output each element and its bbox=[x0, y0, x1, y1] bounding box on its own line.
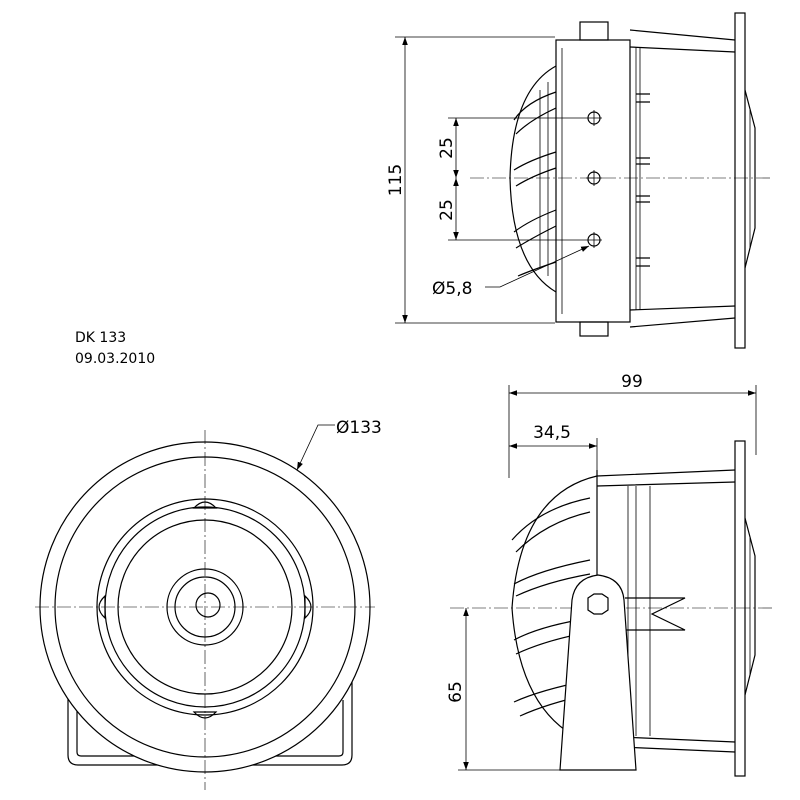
dimension-hole-spacing-top: 25 bbox=[437, 137, 457, 159]
dimension-axis-height: 65 bbox=[446, 681, 466, 703]
dimension-bracket-offset: 34,5 bbox=[533, 423, 571, 443]
model-label: DK 133 bbox=[75, 330, 127, 346]
date-label: 09.03.2010 bbox=[75, 351, 156, 367]
dimension-overall-depth: 99 bbox=[621, 372, 643, 392]
front-view: Ø133 bbox=[35, 418, 382, 790]
dimension-hole-spacing-bottom: 25 bbox=[437, 199, 457, 221]
dimension-front-diameter: Ø133 bbox=[336, 418, 382, 438]
side-view: 99 34,5 65 bbox=[446, 372, 775, 777]
top-side-view: 115 25 25 Ø5,8 bbox=[386, 12, 770, 349]
dimension-hole-diameter: Ø5,8 bbox=[432, 279, 472, 299]
dimension-overall-height: 115 bbox=[386, 164, 406, 196]
